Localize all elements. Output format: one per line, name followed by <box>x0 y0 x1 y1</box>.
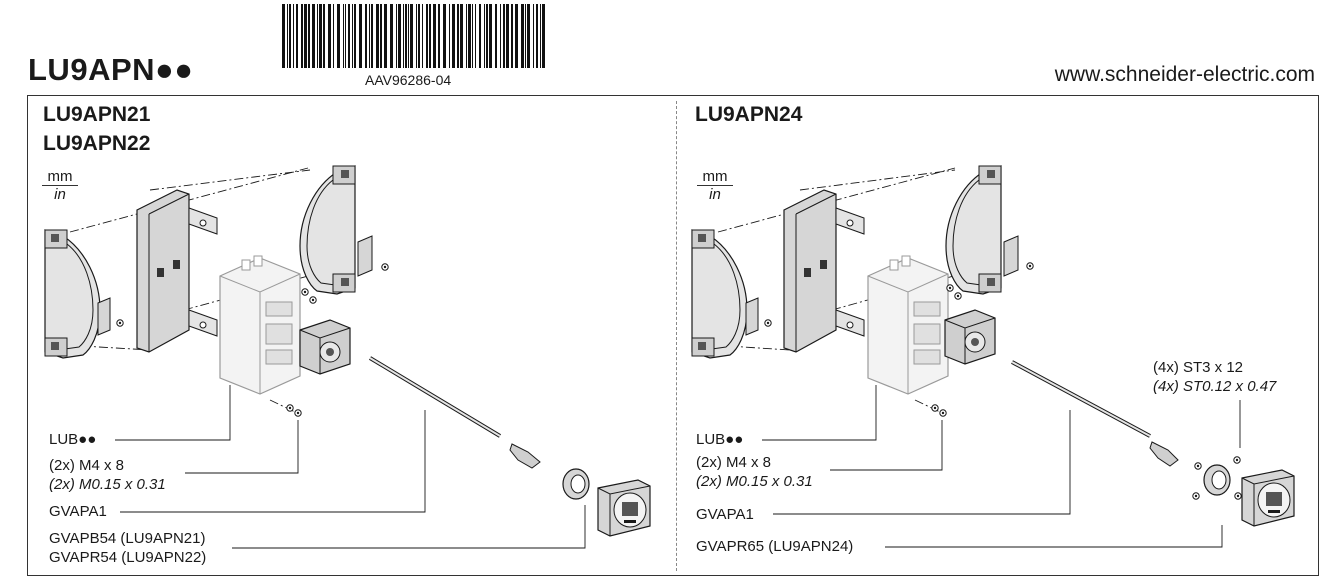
barcode-bar <box>457 4 459 68</box>
right-label-gvapa: GVAPA1 <box>696 506 754 523</box>
barcode-bar <box>540 4 541 68</box>
barcode-bar <box>345 4 346 68</box>
left-title-line-1: LU9APN21 <box>43 103 151 126</box>
barcode-bar <box>304 4 307 68</box>
barcode-bar <box>460 4 463 68</box>
section-divider <box>676 101 677 571</box>
barcode-bar <box>506 4 509 68</box>
barcode-bar <box>449 4 450 68</box>
barcode-bar <box>527 4 530 68</box>
barcode-bar <box>416 4 417 68</box>
barcode-bar <box>452 4 455 68</box>
barcode-bar <box>525 4 526 68</box>
barcode-bar <box>376 4 379 68</box>
barcode-bar <box>312 4 315 68</box>
barcode-bar <box>317 4 318 68</box>
barcode-bar <box>468 4 471 68</box>
right-label-screw-metric: (2x) M4 x 8 <box>696 454 772 471</box>
barcode-bar <box>405 4 407 68</box>
barcode-bar <box>403 4 404 68</box>
barcode-bar <box>521 4 524 68</box>
barcode-bar <box>466 4 467 68</box>
barcode-bar <box>542 4 545 68</box>
barcode-bar <box>503 4 505 68</box>
barcode-bar <box>479 4 481 68</box>
right-label-handle: GVAPR65 (LU9APN24) <box>696 538 854 555</box>
barcode-bar <box>343 4 344 68</box>
unit-mm: mm <box>42 168 78 186</box>
barcode-bar <box>371 4 373 68</box>
diagram-frame <box>27 95 1319 576</box>
barcode <box>282 4 545 68</box>
barcode-bar <box>486 4 488 68</box>
left-label-handle-2: GVAPR54 (LU9APN22) <box>49 549 207 566</box>
barcode-bar <box>515 4 518 68</box>
barcode-bar <box>289 4 291 68</box>
barcode-bar <box>500 4 501 68</box>
barcode-bar <box>296 4 298 68</box>
barcode-bar <box>511 4 513 68</box>
barcode-bar <box>495 4 497 68</box>
barcode-bar <box>443 4 446 68</box>
barcode-bar <box>328 4 331 68</box>
left-section-title: LU9APN21 LU9APN22 <box>43 100 150 158</box>
barcode-bar <box>408 4 409 68</box>
barcode-bar <box>422 4 423 68</box>
barcode-bar <box>536 4 538 68</box>
barcode-bar <box>484 4 485 68</box>
barcode-bar <box>287 4 288 68</box>
right-label-screw-inch: (2x) M0.15 x 0.31 <box>696 473 813 490</box>
barcode-bar <box>429 4 431 68</box>
website-url[interactable]: www.schneider-electric.com <box>1054 63 1315 86</box>
page-title: LU9APN●● <box>28 52 194 87</box>
unit-in: in <box>709 186 721 203</box>
barcode-bar <box>410 4 413 68</box>
unit-in: in <box>54 186 66 203</box>
left-unit-indicator: mm in <box>42 168 78 203</box>
barcode-bar <box>426 4 428 68</box>
left-label-screw-inch: (2x) M0.15 x 0.31 <box>49 476 166 493</box>
barcode-bar <box>323 4 325 68</box>
left-label-handle-1: GVAPB54 (LU9APN21) <box>49 530 206 547</box>
unit-mm: mm <box>697 168 733 186</box>
barcode-bar <box>293 4 294 68</box>
barcode-bar <box>352 4 353 68</box>
right-label-st-inch: (4x) ST0.12 x 0.47 <box>1153 378 1277 395</box>
barcode-bar <box>333 4 334 68</box>
left-title-line-2: LU9APN22 <box>43 132 151 155</box>
right-label-st-metric: (4x) ST3 x 12 <box>1153 359 1244 376</box>
barcode-bar <box>433 4 436 68</box>
barcode-bar <box>301 4 303 68</box>
right-unit-indicator: mm in <box>697 168 733 203</box>
barcode-bar <box>380 4 382 68</box>
barcode-bar <box>337 4 340 68</box>
barcode-number: AAV96286-04 <box>365 72 452 88</box>
barcode-bar <box>438 4 440 68</box>
right-label-lub: LUB●● <box>696 431 744 448</box>
barcode-bar <box>359 4 362 68</box>
barcode-bar <box>282 4 285 68</box>
barcode-bar <box>533 4 534 68</box>
barcode-bar <box>369 4 370 68</box>
barcode-bar <box>319 4 322 68</box>
barcode-bar <box>472 4 473 68</box>
left-label-screw-metric: (2x) M4 x 8 <box>49 457 125 474</box>
barcode-bar <box>390 4 393 68</box>
barcode-bar <box>348 4 350 68</box>
barcode-bar <box>365 4 367 68</box>
barcode-bar <box>396 4 397 68</box>
barcode-bar <box>384 4 387 68</box>
barcode-bar <box>398 4 401 68</box>
barcode-bar <box>489 4 492 68</box>
barcode-bar <box>308 4 310 68</box>
barcode-bar <box>418 4 420 68</box>
right-section-title: LU9APN24 <box>695 103 803 126</box>
barcode-bar <box>475 4 476 68</box>
left-label-gvapa: GVAPA1 <box>49 503 107 520</box>
barcode-bar <box>354 4 356 68</box>
left-label-lub: LUB●● <box>49 431 97 448</box>
